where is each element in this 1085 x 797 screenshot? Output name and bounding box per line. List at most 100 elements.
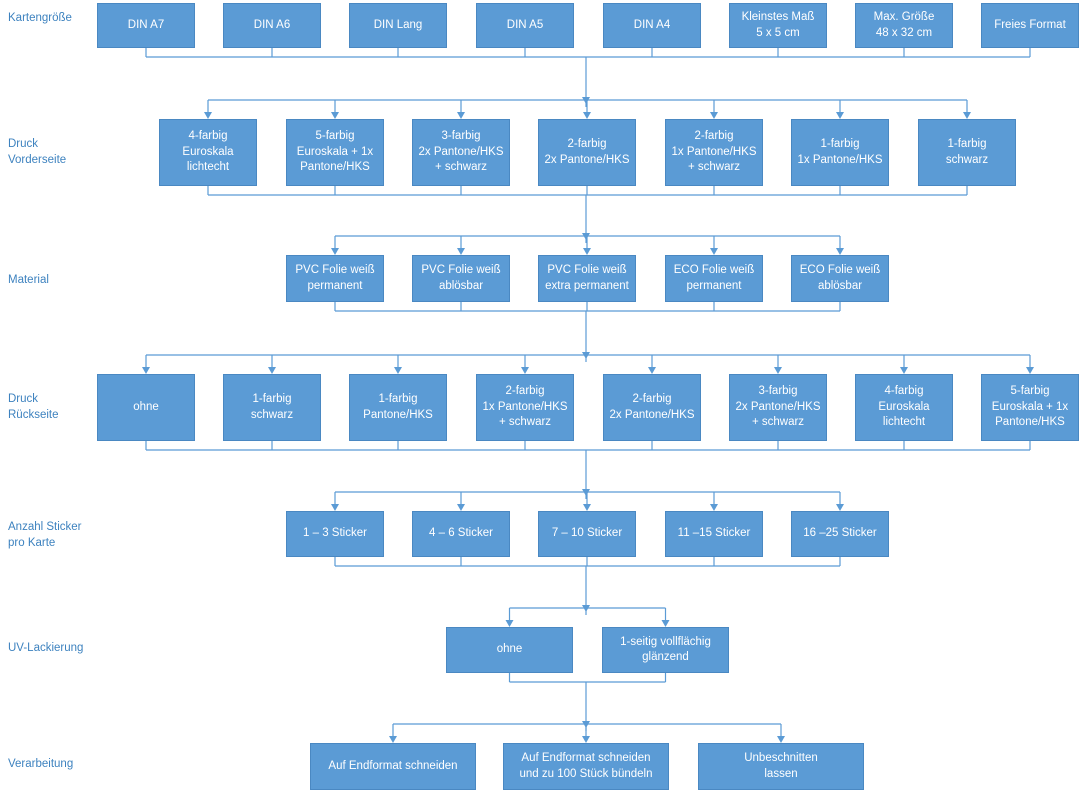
arrowhead: [710, 112, 718, 119]
arrowhead: [583, 248, 591, 255]
option-verarbeitung-1[interactable]: Auf Endformat schneiden: [310, 743, 476, 790]
option-anzahl-sticker-2[interactable]: 4 – 6 Sticker: [412, 511, 510, 557]
arrowhead: [457, 248, 465, 255]
option-label-line: 5-farbig: [1010, 385, 1050, 398]
option-label-line: PVC Folie weiß: [295, 264, 375, 276]
option-label-line: 4 – 6 Sticker: [429, 527, 493, 540]
option-kartengroesse-4[interactable]: DIN A5: [476, 3, 574, 48]
option-label-line: Freies Format: [994, 18, 1066, 31]
option-anzahl-sticker-5[interactable]: 16 –25 Sticker: [791, 511, 889, 557]
option-label-line: schwarz: [250, 408, 294, 421]
option-label-line: ECO Folie weiß: [673, 264, 755, 276]
arrowhead: [331, 504, 339, 511]
option-label-line: 5 x 5 cm: [756, 26, 800, 39]
option-material-4[interactable]: ECO Folie weiß permanent: [665, 255, 763, 302]
arrowhead: [774, 367, 782, 374]
option-label-line: Auf Endformat schneiden: [328, 759, 458, 772]
arrowhead: [389, 736, 397, 743]
option-label-line: Pantone/HKS: [995, 416, 1065, 429]
option-label-line: ablösbar: [817, 279, 863, 292]
arrowhead: [582, 736, 590, 743]
row-label-line: Vorderseite: [8, 154, 67, 166]
option-label: DIN A5: [507, 18, 543, 34]
option-label: 1 – 3 Sticker: [303, 526, 367, 542]
option-uv-lackierung-1[interactable]: ohne: [446, 627, 573, 673]
option-anzahl-sticker-1[interactable]: 1 – 3 Sticker: [286, 511, 384, 557]
option-label: Freies Format: [994, 18, 1066, 34]
arrowhead: [710, 248, 718, 255]
option-anzahl-sticker-4[interactable]: 11 –15 Sticker: [665, 511, 763, 557]
row-label-uv-lackierung: UV-Lackierung: [8, 640, 83, 656]
option-anzahl-sticker-3[interactable]: 7 – 10 Sticker: [538, 511, 636, 557]
option-label-line: ohne: [133, 400, 159, 413]
option-label-line: 2-farbig: [694, 130, 734, 143]
option-label-line: glänzend: [642, 651, 689, 663]
option-label-line: + schwarz: [498, 416, 552, 429]
option-label: DIN A7: [128, 18, 164, 34]
option-druck-rueckseite-1[interactable]: ohne: [97, 374, 195, 441]
arrowhead: [142, 367, 150, 374]
option-label: Auf Endformat schneiden: [328, 759, 457, 775]
option-label: 7 – 10 Sticker: [552, 526, 622, 542]
option-label-line: ohne: [496, 643, 523, 656]
option-label-line: 11 –15 Sticker: [677, 527, 751, 540]
option-label-line: Euroskala + 1x: [296, 145, 374, 158]
option-kartengroesse-5[interactable]: DIN A4: [603, 3, 701, 48]
option-label-line: 1x Pantone/HKS: [482, 400, 568, 413]
option-kartengroesse-3[interactable]: DIN Lang: [349, 3, 447, 48]
arrowhead: [583, 504, 591, 511]
option-label-line: DIN Lang: [373, 18, 423, 31]
row-label-line: pro Karte: [8, 537, 56, 549]
option-kartengroesse-2[interactable]: DIN A6: [223, 3, 321, 48]
option-label-line: permanent: [686, 279, 742, 292]
arrowhead: [268, 367, 276, 374]
option-label-line: 1-farbig: [820, 138, 860, 150]
option-kartengroesse-1[interactable]: DIN A7: [97, 3, 195, 48]
option-label-line: lichtecht: [882, 416, 926, 429]
option-label-line: Max. Größe: [873, 11, 935, 23]
option-label: 4 – 6 Sticker: [429, 526, 493, 542]
row-label-anzahl-sticker: Anzahl Sticker pro Karte: [8, 519, 82, 551]
row-label-line: Rückseite: [8, 409, 59, 421]
option-label-line: Euroskala + 1x: [991, 400, 1069, 413]
option-label-line: 4-farbig: [884, 385, 924, 398]
option-label: ohne: [133, 400, 159, 416]
row-label-line: Anzahl Sticker: [8, 521, 82, 533]
option-kartengroesse-8[interactable]: Freies Format: [981, 3, 1079, 48]
option-label-line: + schwarz: [751, 416, 805, 429]
option-label-line: 1-farbig: [378, 393, 418, 405]
